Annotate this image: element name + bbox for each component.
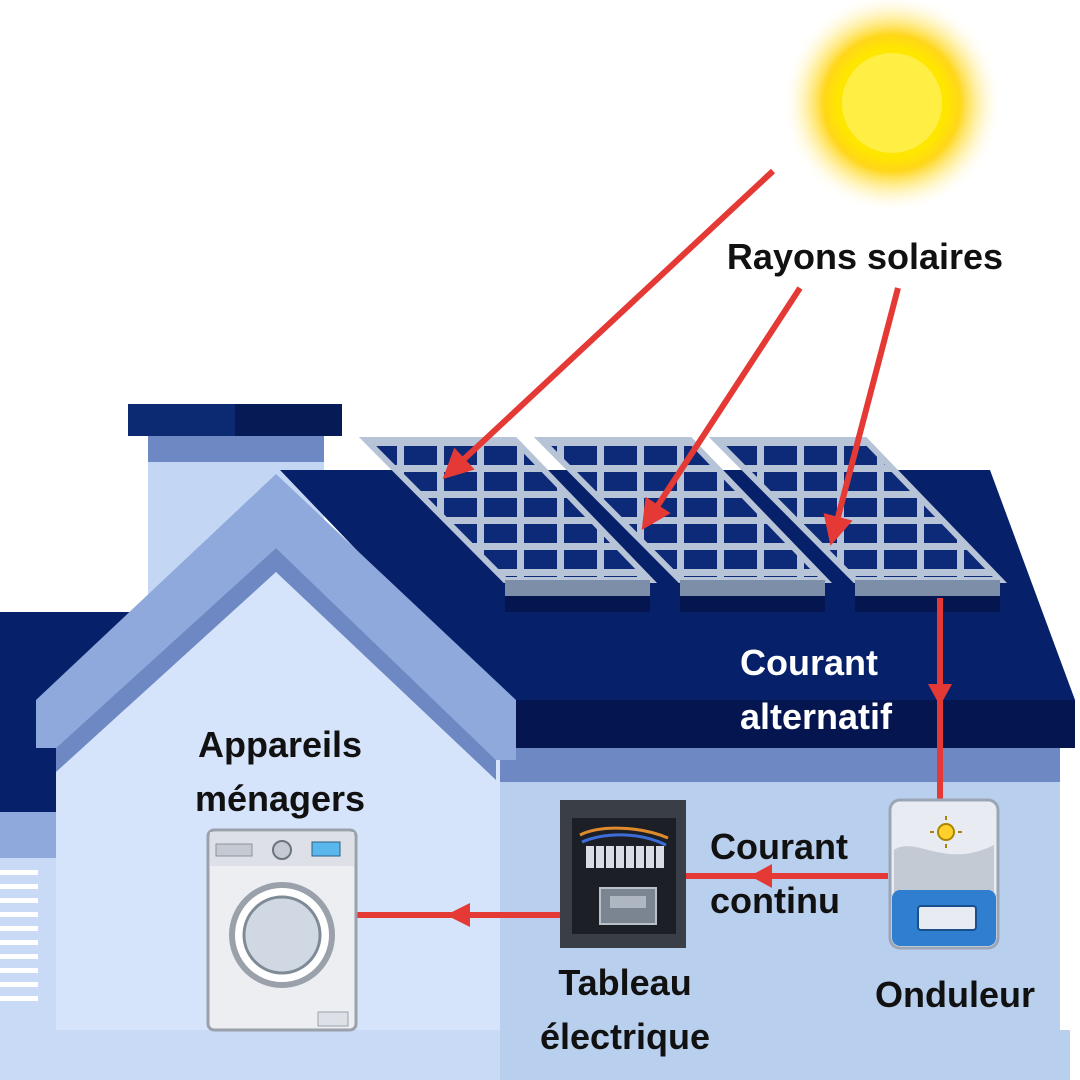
electrical-panel-label-line1: Tableau bbox=[558, 962, 692, 1003]
dc-current-label-line2: continu bbox=[710, 880, 840, 921]
solar-panel-icon bbox=[708, 437, 1008, 612]
sun-ray-arrow bbox=[641, 286, 803, 531]
ac-current-label-line2: alternatif bbox=[740, 696, 893, 737]
electrical-panel-label-line2: électrique bbox=[539, 1016, 711, 1057]
electrical-panel-label: Tableau électrique bbox=[510, 956, 740, 1064]
sun-ray-arrows bbox=[442, 168, 901, 546]
current-flow-arrows bbox=[356, 598, 952, 927]
dc-current-label-line1: Courant bbox=[710, 826, 848, 867]
sun-ray-arrow bbox=[442, 168, 776, 480]
appliances-label-line2: ménagers bbox=[194, 778, 366, 819]
appliances-label: Appareils ménagers bbox=[160, 718, 400, 826]
gable-trim bbox=[36, 474, 516, 780]
solar-panels bbox=[358, 437, 1008, 612]
solar-panel-icon bbox=[533, 437, 833, 612]
sun-icon bbox=[782, 0, 1002, 213]
appliances-label-line1: Appareils bbox=[197, 724, 363, 765]
inverter-label: Onduleur bbox=[875, 974, 1035, 1015]
ac-current-label: Courant alternatif bbox=[740, 636, 920, 744]
solar-panel-icon bbox=[358, 437, 658, 612]
dc-current-label: Courant continu bbox=[710, 820, 880, 928]
electrical-panel-icon bbox=[560, 800, 686, 948]
washing-machine-icon bbox=[206, 828, 358, 1032]
inverter-icon bbox=[888, 798, 1000, 950]
sun-ray-arrow bbox=[823, 287, 901, 546]
sun-rays-label: Rayons solaires bbox=[726, 236, 1004, 277]
ac-current-label-line1: Courant bbox=[740, 642, 878, 683]
